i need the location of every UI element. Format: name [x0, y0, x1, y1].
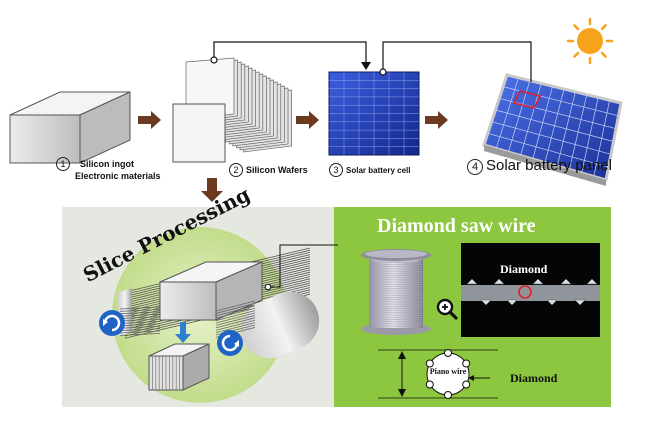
solar-cell — [328, 71, 420, 156]
diamond-micrograph — [461, 243, 600, 337]
panel-highlight-marker — [512, 90, 542, 109]
connector-lines — [210, 41, 532, 82]
step-2-number: 2 — [229, 163, 243, 177]
process-arrow-1 — [138, 111, 161, 129]
step-1-label: 1 Silicon ingot Electronic materials — [56, 157, 161, 181]
step-1-subtitle: Electronic materials — [75, 171, 161, 181]
diamond-saw-wire-title: Diamond saw wire — [377, 215, 536, 237]
cross-section-diamond-label: Diamond — [510, 371, 558, 385]
step-1-title: Silicon ingot — [80, 159, 134, 169]
rotation-icon-left — [99, 310, 125, 336]
wire-callout-line — [268, 244, 338, 288]
step-2-title: Silicon Wafers — [246, 165, 308, 175]
connector-arrowhead — [361, 62, 371, 70]
wire-spool — [361, 249, 431, 335]
zoom-in-icon — [436, 298, 458, 320]
process-arrow-3 — [425, 111, 448, 129]
slice-down-arrow — [175, 322, 191, 343]
step-3-number: 3 — [329, 163, 343, 177]
step-4-number: 4 — [467, 159, 483, 175]
silicon-wafers — [172, 57, 292, 163]
right-roller — [240, 291, 320, 359]
micrograph-diamond-label: Diamond — [500, 262, 548, 276]
wire-cross-section — [378, 349, 498, 399]
solar-panel — [482, 73, 623, 186]
step-3-title: Solar battery cell — [346, 166, 411, 175]
process-arrow-down — [201, 178, 223, 202]
process-arrow-2 — [296, 111, 319, 129]
silicon-ingot — [9, 91, 131, 164]
sun-icon — [566, 17, 614, 65]
sliced-wafers — [148, 343, 210, 391]
ingot-being-sliced — [159, 261, 263, 321]
piano-wire-label: Piano wire — [429, 367, 467, 376]
step-1-number: 1 — [56, 157, 70, 171]
rotation-icon-right — [217, 330, 243, 356]
diamond-grit-highlight — [518, 285, 532, 299]
step-4-title: Solar battery panel — [486, 157, 612, 174]
